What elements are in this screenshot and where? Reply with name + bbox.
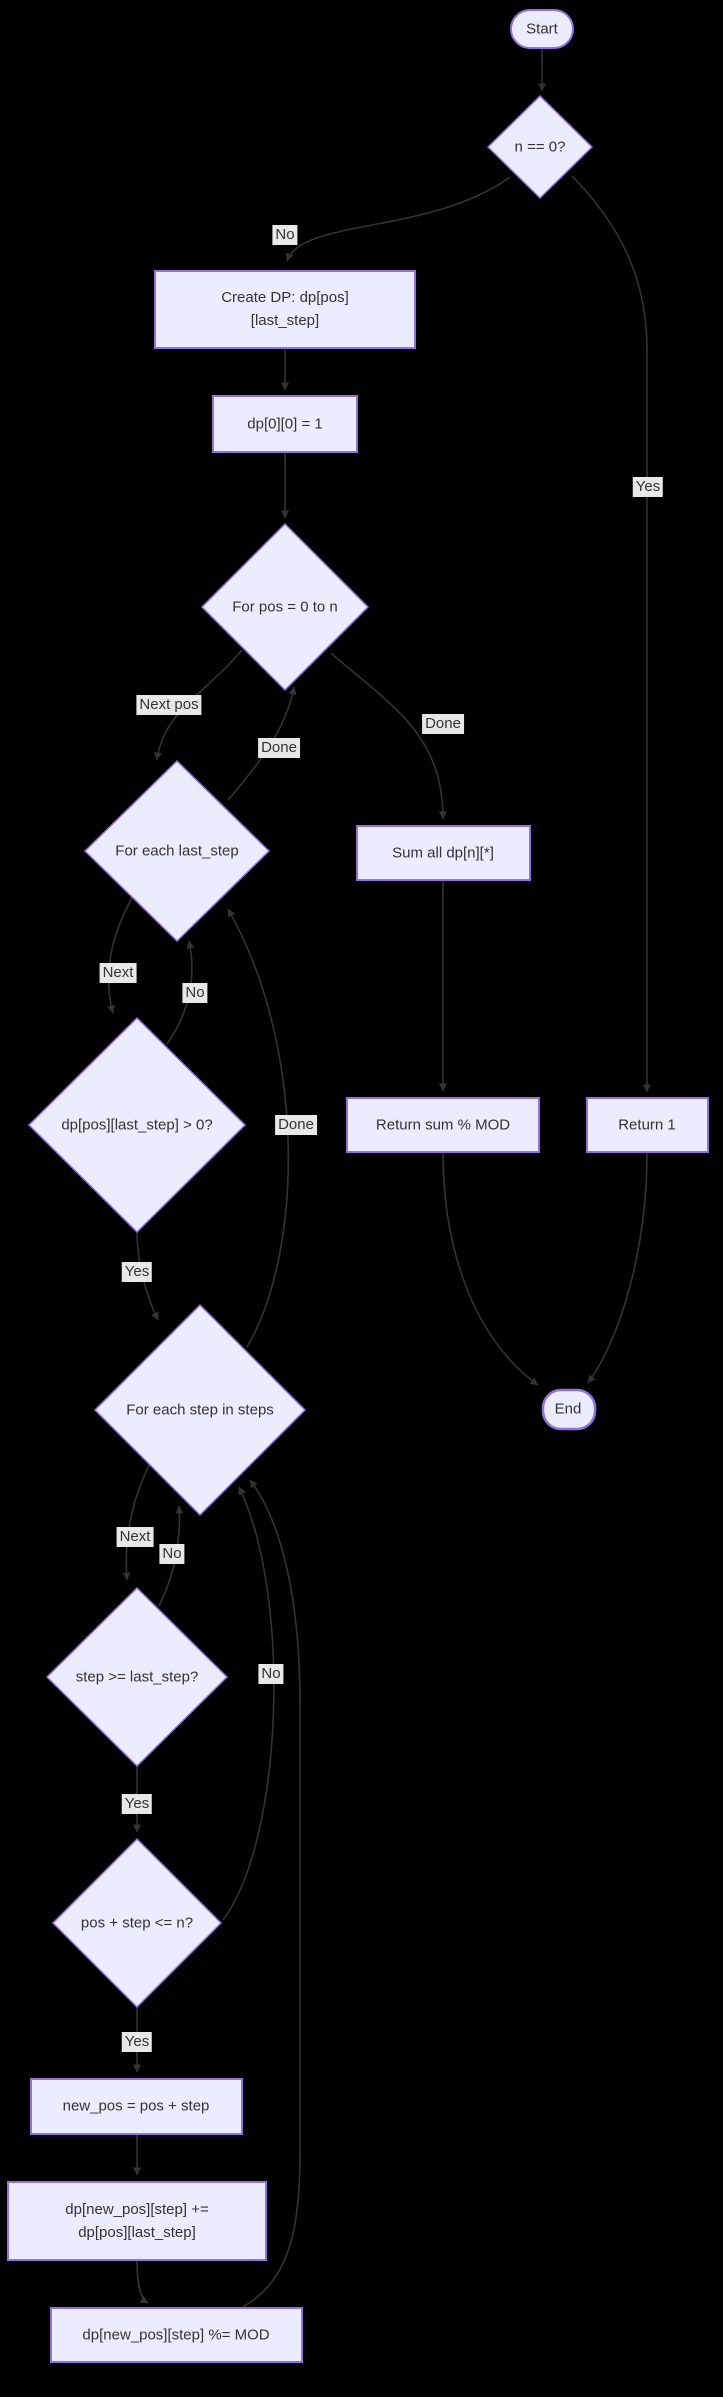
edge-check-bounds-no-to-loop-steps (222, 1486, 275, 1921)
edge-label-yes-in-bounds: Yes (121, 2032, 153, 2052)
check-bounds-diamond (51, 1837, 223, 2009)
node-label-create-dp: Create DP: dp[pos] [last_step] (221, 288, 349, 329)
edge-label-yes-step-ge: Yes (121, 1794, 153, 1814)
edge-loop-steps-next-to-check-step (122, 1460, 152, 1581)
edge-label-yes-top: Yes (632, 477, 664, 497)
node-label-sum-all: Sum all dp[n][*] (392, 844, 494, 862)
edge-loop-pos-done-to-sum-all (330, 652, 447, 820)
check-dp-positive-diamond (27, 1016, 247, 1234)
update-dp-rect (7, 2181, 267, 2261)
start-node-shape (510, 9, 574, 49)
node-label-check-dp-positive: dp[pos][last_step] > 0? (61, 1116, 213, 1134)
check-n-zero-diamond (486, 94, 594, 200)
node-label-check-n-zero: n == 0? (514, 138, 566, 156)
edge-return-one-to-end (587, 1151, 648, 1384)
node-label-end: End (554, 1400, 582, 1418)
edge-label-done-to-pos-loop: Done (258, 738, 300, 758)
edge-loop-last-next-to-check-dp (107, 895, 134, 1014)
edge-label-no-step-lt: No (159, 1544, 185, 1564)
edge-label-done-to-sum: Done (422, 714, 464, 734)
node-label-check-bounds: pos + step <= n? (80, 1914, 194, 1932)
node-label-loop-pos: For pos = 0 to n (232, 598, 338, 616)
node-label-loop-steps: For each step in steps (126, 1401, 274, 1419)
edge-mod-dp-to-loop-steps (242, 1479, 301, 2308)
node-label-mod-dp: dp[new_pos][step] %= MOD (82, 2326, 270, 2344)
loop-last-step-diamond (83, 759, 271, 943)
edge-check-n-no-to-create-dp (285, 176, 511, 262)
edge-label-done-steps: Done (275, 1115, 317, 1135)
node-label-update-dp: dp[new_pos][step] += dp[pos][last_step] (65, 2200, 209, 2241)
create-dp-rect (154, 270, 416, 349)
edge-label-no-top: No (272, 225, 298, 245)
edge-label-next-last-step: Next (99, 963, 137, 983)
node-label-return-sum: Return sum % MOD (375, 1116, 511, 1134)
assign-new-pos-rect (30, 2078, 243, 2135)
node-label-start: Start (526, 20, 558, 38)
init-dp-rect (212, 395, 358, 453)
node-label-assign-new-pos: new_pos = pos + step (62, 2097, 210, 2115)
return-sum-rect (346, 1097, 540, 1153)
edge-label-yes-dp-positive: Yes (121, 1262, 153, 1282)
edge-loop-steps-done-to-loop-last (227, 908, 290, 1348)
edge-check-n-yes-to-return-one (571, 175, 651, 1093)
check-step-ge-diamond (45, 1586, 229, 1768)
node-label-check-step-ge: step >= last_step? (75, 1668, 199, 1686)
node-label-loop-last-step: For each last_step (115, 842, 239, 860)
edge-label-no-out-of-bounds: No (258, 1664, 284, 1684)
edge-return-sum-to-end (442, 1151, 539, 1386)
loop-pos-diamond (200, 522, 370, 692)
node-label-init-dp: dp[0][0] = 1 (247, 415, 323, 433)
return-one-rect (586, 1097, 709, 1153)
edge-label-no-skip: No (182, 983, 208, 1003)
edge-update-dp-to-mod-dp (136, 2259, 149, 2304)
edge-label-next-step: Next (116, 1527, 154, 1547)
sum-all-rect (356, 825, 531, 881)
loop-steps-diamond (93, 1303, 307, 1517)
end-node-shape (541, 1388, 597, 1431)
node-label-return-one: Return 1 (618, 1116, 676, 1134)
edge-label-next-pos: Next pos (136, 695, 202, 715)
mod-dp-rect (50, 2307, 303, 2363)
